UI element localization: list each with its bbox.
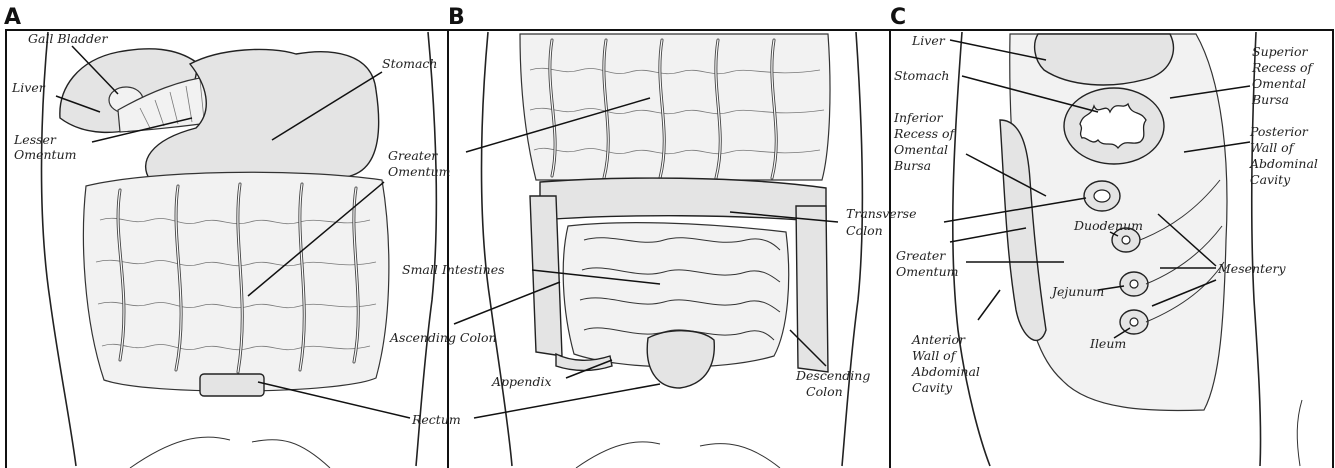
panel-b-label-small-intestines: Small Intestines (402, 262, 505, 277)
panel-c-letter: C (890, 5, 906, 30)
panel-c-label-inferior-recess-1: Inferior (893, 110, 944, 125)
panel-b: B (389, 5, 916, 468)
panel-a-label-rectum: Rectum (411, 412, 461, 427)
panel-b-label-descending-colon-2: Colon (806, 384, 843, 399)
panel-c-label-anterior-wall-2: Wall of (912, 348, 958, 363)
panel-c: C (890, 5, 1333, 468)
panel-c-label-stomach: Stomach (894, 68, 949, 83)
panel-b-rectum (647, 331, 714, 388)
panel-b-transverse-colon (540, 178, 826, 222)
panel-b-ascending-colon (530, 196, 562, 356)
panel-a-label-stomach: Stomach (382, 56, 437, 71)
panel-a-label-lesser-omentum-2: Omentum (14, 147, 76, 162)
panel-b-descending-colon (796, 206, 828, 372)
panel-a-label-lesser-omentum-1: Lesser (13, 132, 57, 147)
panel-a-leader-rectum (258, 382, 410, 418)
panel-c-label-jejunum: Jejunum (1049, 284, 1104, 299)
panel-a-label-gall-bladder: Gall Bladder (28, 31, 108, 46)
panel-c-label-posterior-wall-1: Posterior (1249, 124, 1309, 139)
panel-b-letter: B (448, 5, 465, 30)
panel-c-label-anterior-wall-4: Cavity (912, 380, 953, 395)
panel-c-label-superior-recess-4: Bursa (1251, 92, 1289, 107)
panel-c-duodenum-lumen (1122, 236, 1130, 244)
panel-a: A (4, 5, 461, 468)
panel-b-label-descending-colon-1: Descending (795, 368, 870, 383)
panel-a-thigh-left (130, 437, 230, 468)
panel-b-label-ascending-colon: Ascending Colon (389, 330, 497, 345)
panel-a-thigh-right (252, 440, 330, 468)
panel-c-label-anterior-wall-1: Anterior (911, 332, 966, 347)
panel-c-label-inferior-recess-3: Omental (894, 142, 948, 157)
panel-c-ileum-lumen (1130, 318, 1138, 326)
panel-c-label-posterior-wall-4: Cavity (1250, 172, 1291, 187)
panel-b-label-appendix: Appendix (491, 374, 552, 389)
panel-c-label-greater-omentum-1: Greater (896, 248, 946, 263)
panel-c-label-posterior-wall-3: Abdominal (1249, 156, 1318, 171)
panel-c-label-posterior-wall-2: Wall of (1250, 140, 1296, 155)
panel-a-label-greater-omentum-1: Greater (388, 148, 438, 163)
panel-a-rectum (200, 374, 264, 396)
panel-c-label-inferior-recess-4: Bursa (893, 158, 931, 173)
panel-b-label-transverse-colon-1: Transverse (846, 206, 916, 221)
panel-c-label-mesentery: Mesentery (1217, 261, 1286, 276)
panel-c-transverse-colon-lumen (1094, 190, 1110, 202)
panel-c-back-contour (1297, 400, 1302, 466)
panel-c-label-duodenum: Duodenum (1073, 218, 1143, 233)
panel-b-label-transverse-colon-2: Colon (846, 223, 883, 238)
panel-b-body-left (482, 32, 513, 466)
panel-c-label-greater-omentum-2: Omentum (896, 264, 958, 279)
panel-c-label-superior-recess-2: Recess of (1251, 60, 1315, 75)
panel-c-leader-anterior-wall (978, 290, 1000, 320)
panel-b-reflected-omentum (520, 34, 830, 180)
panel-a-letter: A (4, 5, 21, 30)
panel-c-label-inferior-recess-2: Recess of (893, 126, 957, 141)
panel-b-thigh-right (700, 444, 780, 468)
panel-c-label-liver: Liver (911, 33, 946, 48)
panel-c-label-ileum: Ileum (1089, 336, 1126, 351)
panel-c-label-superior-recess-1: Superior (1252, 44, 1309, 59)
panel-a-greater-omentum (83, 172, 388, 391)
panel-b-body-right (842, 32, 862, 466)
panel-a-label-liver: Liver (11, 80, 46, 95)
panel-a-label-greater-omentum-2: Omentum (388, 164, 450, 179)
panel-c-label-superior-recess-3: Omental (1252, 76, 1306, 91)
panel-a-body-right (416, 32, 436, 466)
panel-c-anterior-wall-line (953, 32, 990, 466)
panel-b-thigh-left (576, 442, 660, 468)
panel-c-jejunum-lumen (1130, 280, 1138, 288)
panel-c-label-anterior-wall-3: Abdominal (911, 364, 980, 379)
